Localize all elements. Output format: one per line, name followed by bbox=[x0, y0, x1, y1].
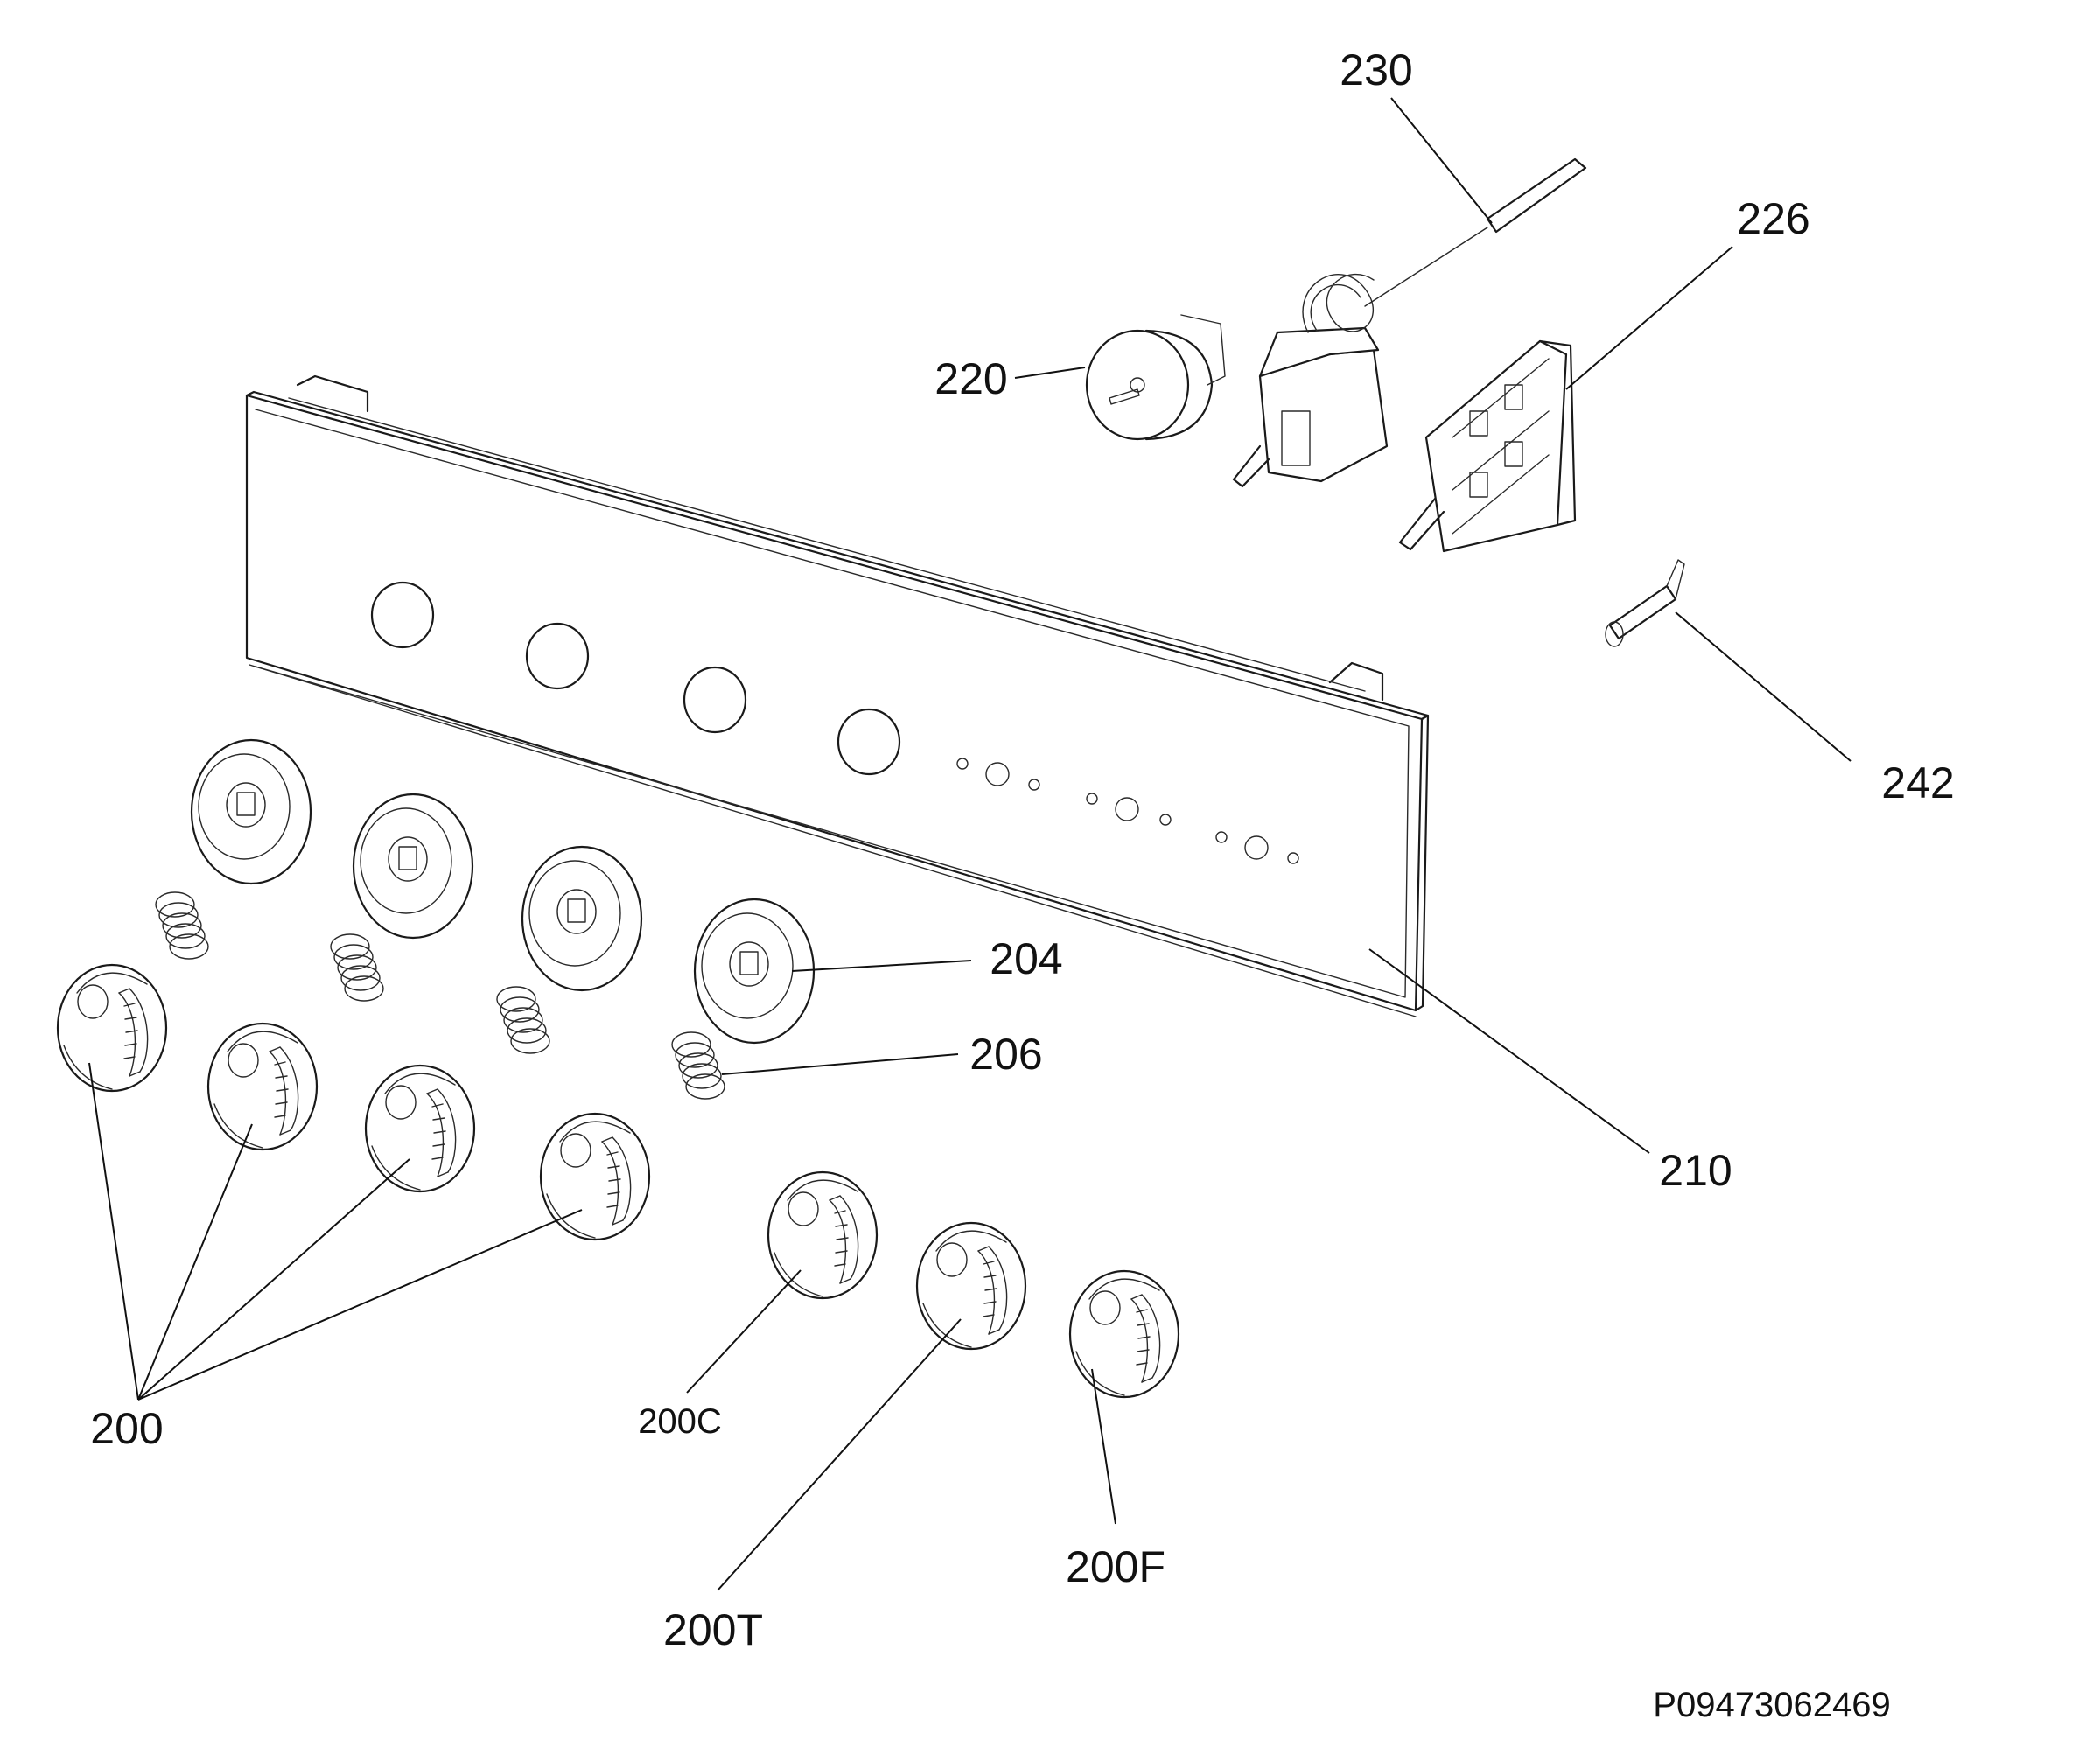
switch-226 bbox=[1398, 339, 1577, 553]
knob-200C bbox=[766, 1170, 878, 1300]
label-242: 242 bbox=[1881, 758, 1954, 807]
spring-1 bbox=[155, 891, 209, 960]
knob-hole-2 bbox=[525, 622, 590, 690]
label-226: 226 bbox=[1737, 194, 1810, 243]
spring-2 bbox=[330, 933, 384, 1002]
label-220: 220 bbox=[934, 354, 1007, 403]
leader-lines bbox=[88, 97, 1852, 1591]
label-206: 206 bbox=[970, 1030, 1042, 1079]
label-200T: 200T bbox=[663, 1605, 763, 1654]
label-200: 200 bbox=[90, 1404, 163, 1453]
timer-220 bbox=[1085, 314, 1226, 441]
label-200C: 200C bbox=[638, 1402, 722, 1441]
sensor-242 bbox=[1605, 559, 1685, 647]
knob-200F bbox=[1068, 1269, 1180, 1399]
knob-200-3 bbox=[364, 1064, 476, 1193]
label-210: 210 bbox=[1659, 1146, 1732, 1195]
spring-4 bbox=[671, 1031, 725, 1100]
spring-3 bbox=[496, 986, 550, 1054]
label-204: 204 bbox=[990, 934, 1062, 983]
knob-200-1 bbox=[56, 963, 168, 1093]
knob-hole-3 bbox=[682, 666, 747, 734]
knob-hole-1 bbox=[370, 581, 435, 649]
label-200F: 200F bbox=[1066, 1542, 1166, 1591]
bezel-3 bbox=[521, 845, 643, 992]
bezel-2 bbox=[352, 793, 474, 940]
thermostat-230 bbox=[1232, 157, 1587, 488]
bezel-1 bbox=[190, 738, 312, 885]
knob-200T bbox=[915, 1221, 1027, 1351]
drawing-code: P09473062469 bbox=[1653, 1686, 1890, 1724]
label-230: 230 bbox=[1340, 45, 1412, 94]
control-panel-210 bbox=[245, 374, 1430, 1017]
knob-hole-4 bbox=[836, 708, 901, 776]
knob-200-2 bbox=[206, 1022, 318, 1151]
